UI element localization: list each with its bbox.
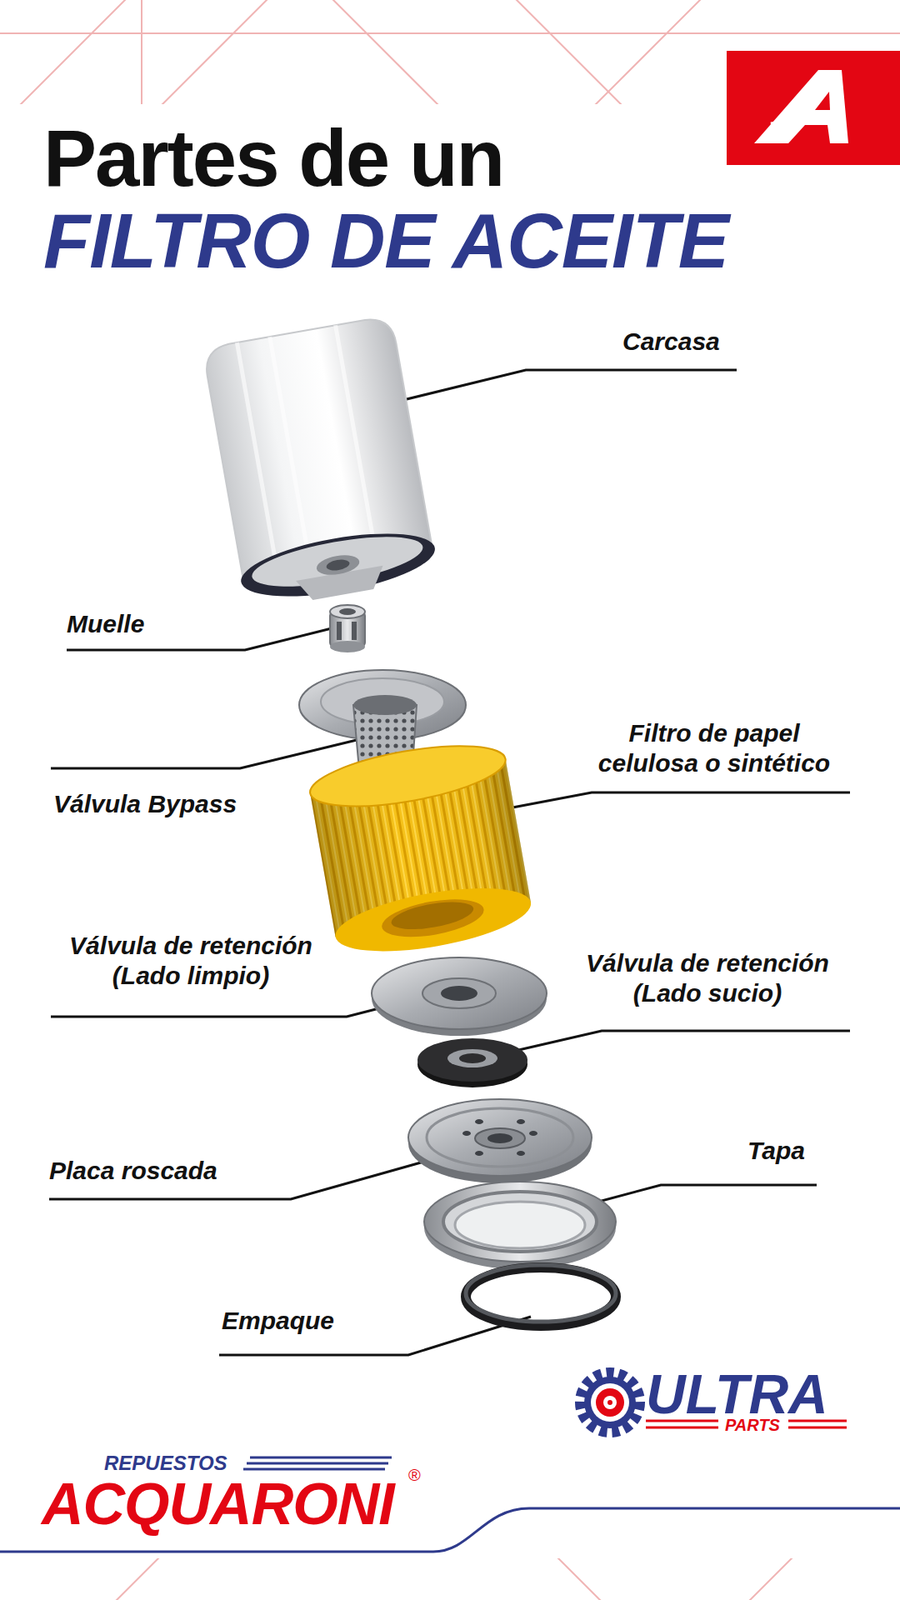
brand-logo-box-part: [726, 50, 900, 165]
check-valve-dirty-part: [447, 1049, 498, 1068]
check-valve-clean: [371, 957, 547, 1036]
brand-logo-text: ULTRA: [645, 1366, 829, 1422]
check-valve-dirty: [417, 1038, 528, 1088]
ultra-gear-icon-part: [590, 1383, 630, 1422]
spring-part: [330, 640, 365, 653]
brand-logo-text: REPUESTOS: [104, 1453, 228, 1474]
gasket-part: [465, 1267, 616, 1326]
part-label: Placa roscada: [49, 1155, 218, 1186]
background-lines-part: [83, 1558, 217, 1600]
ultra-gear-icon-part: [595, 1388, 625, 1417]
brand-logo-box: [726, 50, 900, 165]
part-label: Empaque: [221, 1305, 335, 1336]
background-lines-part: [500, 1558, 634, 1600]
threaded-plate-part: [462, 1130, 471, 1136]
background-lines-part: [0, 32, 900, 35]
leader-lines-part: [362, 370, 737, 410]
registered-mark: ®: [408, 1466, 421, 1484]
brand-logo-box-part: [770, 118, 838, 125]
spring-part: [336, 621, 342, 640]
housing-part: [325, 558, 351, 573]
check-valve-clean-part: [422, 978, 496, 1009]
brand-logo-box-part: [754, 70, 849, 144]
gasket: [465, 1265, 616, 1326]
background-lines-part: [140, 0, 143, 105]
ultra-gear-icon-part: [607, 1400, 613, 1405]
spring-part: [351, 621, 357, 640]
brand-logo-box-part: [815, 91, 830, 110]
threaded-plate: [408, 1099, 592, 1184]
cover: [424, 1181, 616, 1270]
spring-part: [339, 608, 356, 615]
bypass-valve-part: [353, 695, 417, 715]
check-valve-clean-part: [371, 957, 547, 1030]
part-label: Válvula de retención (Lado limpio): [57, 930, 325, 991]
repuestos-stripes-part: [246, 1462, 389, 1465]
parts-stripes-part: [788, 1426, 847, 1430]
filter-element-part: [389, 896, 475, 935]
threaded-plate-part: [529, 1130, 538, 1136]
filter-element-part: [330, 876, 535, 964]
parts-stripes-part: [645, 1426, 719, 1430]
background-lines: [83, 1558, 850, 1600]
brand-logo-text: ACQUARONI: [41, 1475, 395, 1534]
leader-lines-part: [576, 1185, 817, 1208]
brand-logo-text: PARTS: [725, 1416, 780, 1434]
leader-lines-part: [515, 1030, 850, 1051]
threaded-plate-part: [516, 1119, 525, 1125]
threaded-plate-part: [408, 1099, 592, 1176]
repuestos-stripes-part: [250, 1456, 392, 1460]
cover-part: [424, 1181, 616, 1262]
part-label: Válvula de retención (Lado sucio): [574, 948, 841, 1009]
background-lines-part: [716, 1558, 850, 1600]
repuestos-stripes-part: [243, 1468, 385, 1471]
ultra-gear-icon: [580, 1372, 640, 1433]
part-label: Carcasa: [622, 326, 720, 357]
housing-part: [236, 521, 440, 609]
threaded-plate-part: [487, 1133, 513, 1144]
gasket-part: [465, 1265, 616, 1322]
part-label: Tapa: [747, 1135, 805, 1166]
check-valve-clean-part: [440, 985, 478, 1001]
filter-element-part: [379, 892, 487, 944]
part-label: Filtro de papel celulosa o sintético: [580, 718, 848, 779]
check-valve-dirty-part: [459, 1053, 486, 1064]
part-label: Válvula Bypass: [53, 789, 237, 820]
part-label: Muelle: [66, 609, 145, 640]
threaded-plate-part: [475, 1119, 484, 1125]
threaded-plate-part: [475, 1150, 484, 1156]
housing: [200, 315, 440, 612]
threaded-plate-part: [426, 1108, 574, 1167]
leader-lines-part: [50, 740, 357, 769]
background-lines-part: [250, 0, 500, 105]
ultra-gear-icon-part: [584, 1376, 636, 1429]
ultra-gear-icon-part: [580, 1372, 640, 1433]
leader-lines-part: [464, 792, 850, 817]
housing-part: [315, 552, 361, 579]
filter-element: [305, 734, 536, 964]
spring: [330, 605, 365, 653]
ultra-gear-icon-part: [603, 1395, 617, 1410]
background-lines-part: [433, 0, 684, 105]
filter-element-part: [305, 734, 510, 818]
threaded-plate-part: [516, 1150, 525, 1156]
page-title: Partes de un FILTRO DE ACEITE: [43, 116, 785, 281]
background-lines: [0, 0, 900, 105]
cover-part: [455, 1201, 585, 1249]
background-lines-part: [100, 0, 350, 105]
check-valve-dirty-part: [417, 1038, 528, 1082]
spring-part: [330, 605, 365, 619]
threaded-plate-part: [475, 1128, 525, 1149]
repuestos-stripes: [243, 1457, 392, 1470]
leader-lines: [49, 370, 850, 1355]
cover-part: [443, 1191, 597, 1252]
